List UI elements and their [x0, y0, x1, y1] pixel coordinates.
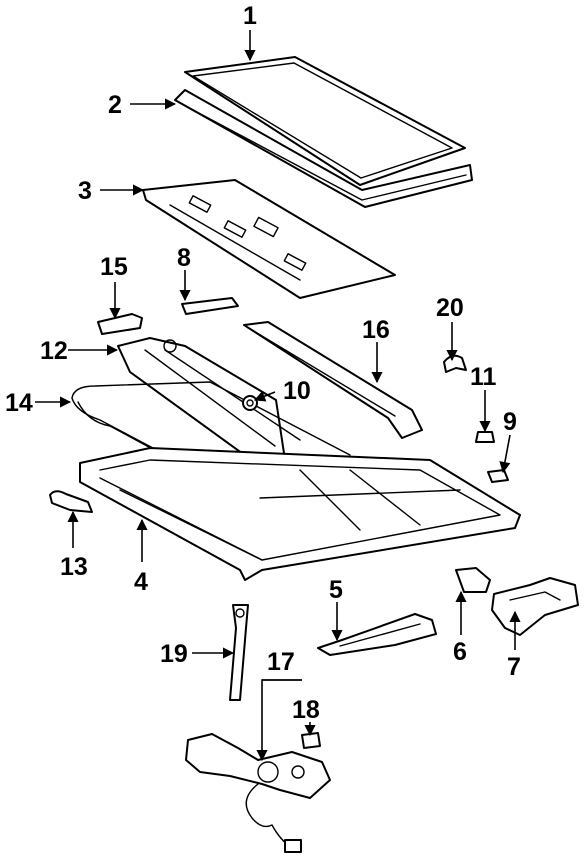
part-10-screw — [242, 395, 258, 411]
part-13-drain-hose — [49, 490, 93, 513]
callout-8: 8 — [177, 244, 191, 272]
callout-16: 16 — [362, 316, 390, 344]
callout-18: 18 — [292, 696, 320, 724]
callout-12: 12 — [40, 337, 68, 365]
leader-lines — [35, 30, 521, 762]
part-3-sunshade-panel — [142, 179, 396, 299]
part-15-bracket — [97, 313, 143, 335]
part-19-drive-gear — [229, 604, 249, 701]
part-17-motor-assembly — [185, 733, 331, 853]
callout-2: 2 — [108, 91, 122, 119]
part-16-deflector-rail — [243, 321, 423, 439]
callout-20: 20 — [436, 294, 464, 322]
part-6-bracket — [455, 567, 491, 593]
callout-9: 9 — [503, 408, 517, 436]
part-2-weatherstrip — [174, 89, 473, 208]
callout-4: 4 — [134, 568, 148, 596]
part-5-guide-rail — [317, 613, 437, 656]
callout-labels: 1 2 3 15 8 20 16 12 10 11 9 14 13 4 5 6 … — [5, 2, 521, 724]
callout-19: 19 — [160, 640, 188, 668]
part-12-upper-frame — [117, 337, 301, 473]
callout-14: 14 — [5, 389, 33, 417]
callout-10: 10 — [283, 377, 311, 405]
callout-11: 11 — [470, 363, 497, 391]
part-18-nut — [301, 732, 321, 749]
part-8-stopper — [181, 297, 239, 315]
callout-3: 3 — [78, 177, 92, 205]
callout-5: 5 — [329, 576, 343, 604]
part-9-plate — [487, 469, 509, 483]
part-11-grommet — [475, 431, 495, 443]
callout-15: 15 — [100, 253, 128, 281]
callout-17: 17 — [267, 648, 295, 676]
callout-6: 6 — [453, 638, 467, 666]
callout-1: 1 — [243, 2, 257, 30]
part-20-clip — [443, 354, 467, 373]
callout-13: 13 — [60, 553, 88, 581]
callout-7: 7 — [507, 653, 521, 681]
part-1-glass-frame — [184, 56, 466, 186]
part-4-housing — [79, 447, 521, 581]
part-7-motor-bracket — [491, 577, 579, 636]
